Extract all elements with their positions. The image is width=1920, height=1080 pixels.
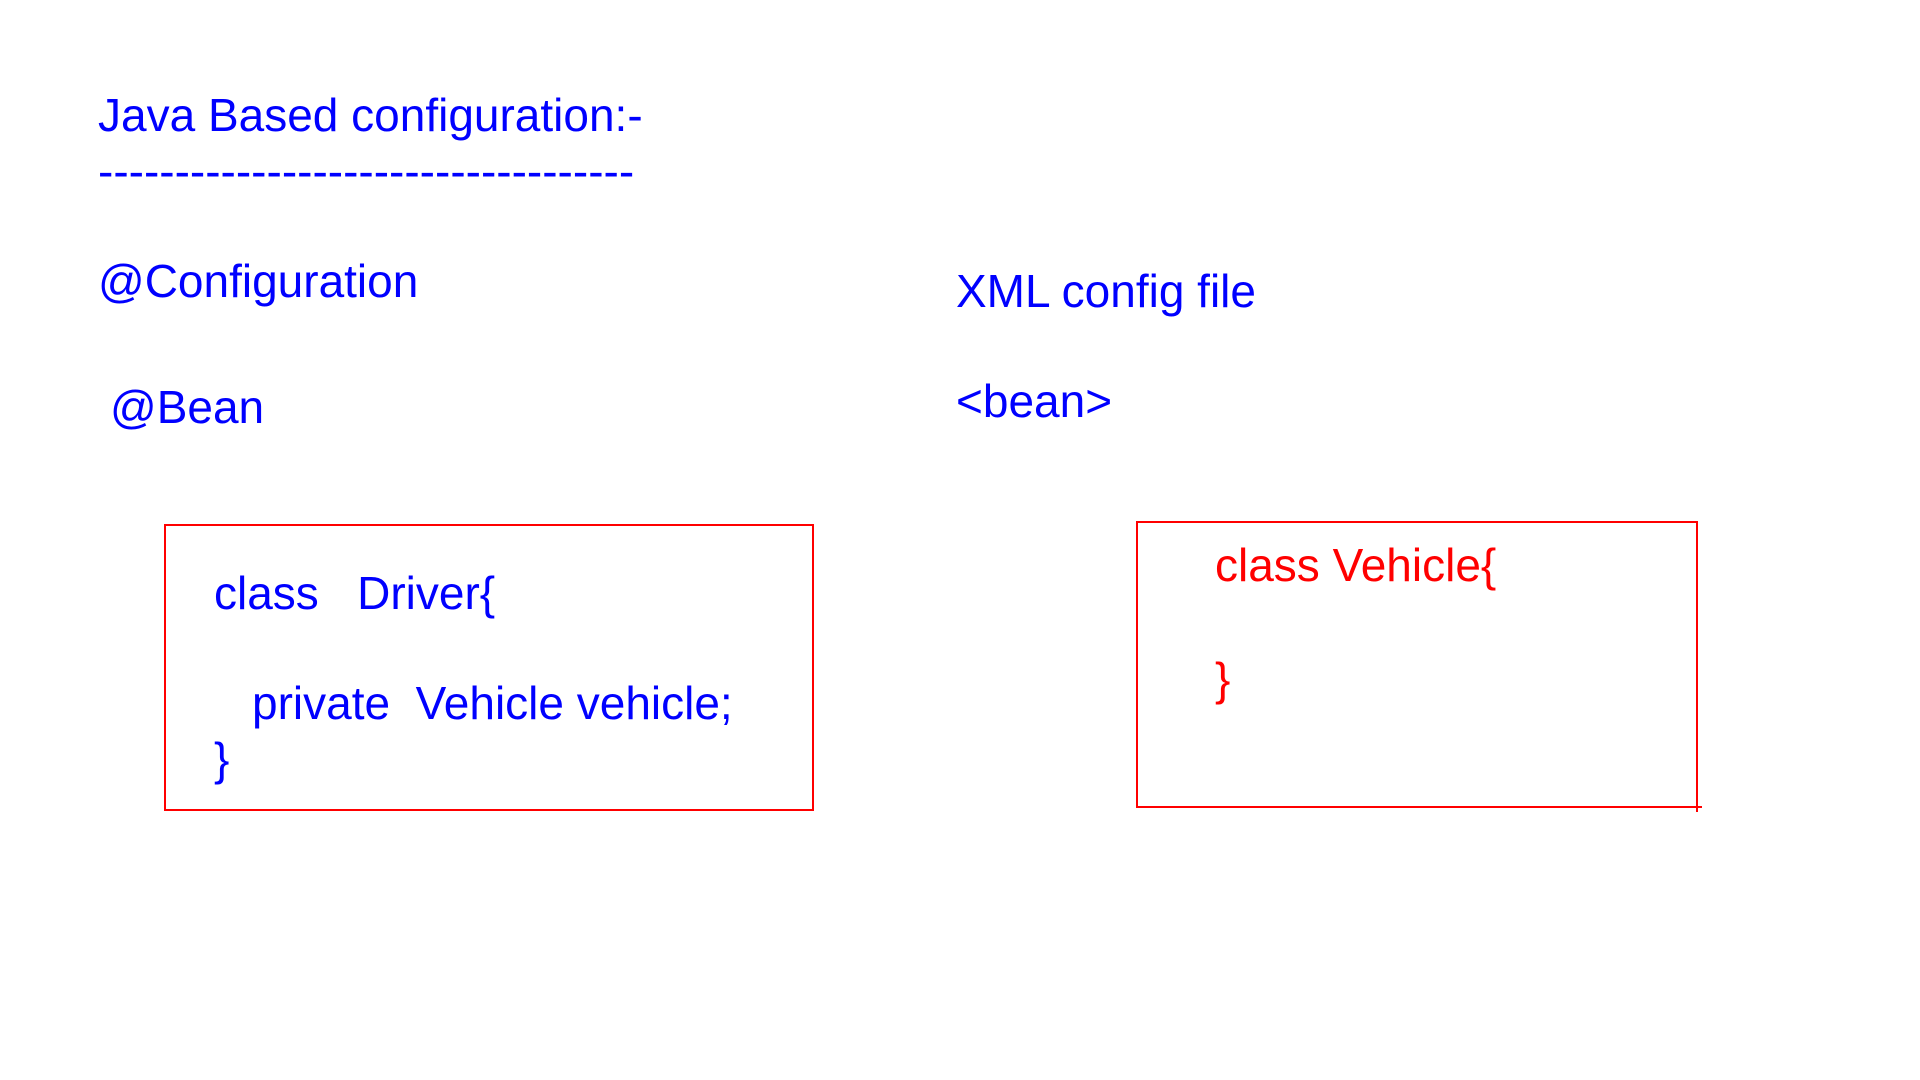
bean-annotation: @Bean <box>110 381 265 433</box>
bean-xml-tag: <bean> <box>956 375 1113 427</box>
page-heading: Java Based configuration:- <box>98 89 643 141</box>
configuration-annotation: @Configuration <box>98 255 419 307</box>
cross-mark-icon <box>1692 802 1702 812</box>
driver-class-box <box>164 524 814 811</box>
driver-class-declaration: class Driver{ <box>214 567 496 619</box>
vehicle-class-closing-brace: } <box>1215 653 1231 705</box>
driver-vehicle-field: private Vehicle vehicle; <box>252 677 733 729</box>
vehicle-class-box <box>1136 521 1698 808</box>
xml-config-title: XML config file <box>956 265 1256 317</box>
driver-class-closing-brace: } <box>214 733 230 785</box>
vehicle-class-declaration: class Vehicle{ <box>1215 539 1497 591</box>
heading-underline: ----------------------------------- <box>98 145 635 197</box>
